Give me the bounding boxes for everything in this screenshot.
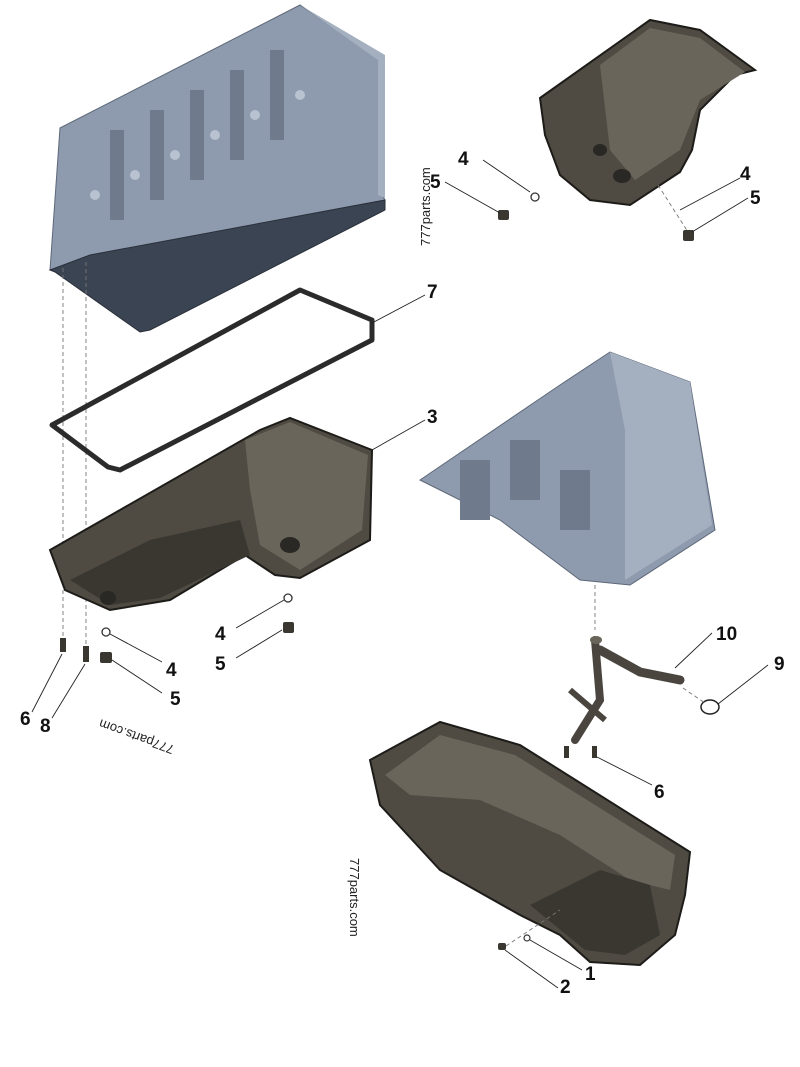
tube-oring-axis — [682, 687, 706, 704]
callout-3-oil-pan: 3 — [427, 407, 438, 428]
callout-4-top-left: 4 — [458, 149, 469, 170]
bolt-left — [60, 638, 66, 652]
callout-1: 1 — [585, 964, 596, 985]
callout-5-mid: 5 — [215, 654, 226, 675]
callout-6-right: 6 — [654, 782, 665, 803]
oil-pan-bottom — [368, 720, 692, 967]
plug-left — [100, 652, 112, 663]
watermark-top: 777parts.com — [418, 167, 433, 246]
callout-5-top-right: 5 — [750, 188, 761, 209]
callout-6-left: 6 — [20, 709, 31, 730]
o-ring — [700, 699, 720, 715]
plug-tr-right — [683, 230, 694, 241]
callout-4-mid: 4 — [215, 624, 226, 645]
tube-bolt-b — [592, 746, 597, 758]
callout-4-top-right: 4 — [740, 164, 751, 185]
tr-right-axis — [657, 184, 689, 233]
oil-pan-top-right — [538, 18, 758, 207]
washer-left — [101, 627, 111, 637]
plug-mid — [283, 622, 294, 633]
plug-tr-left — [498, 210, 509, 220]
callout-8: 8 — [40, 716, 51, 737]
callout-4-left: 4 — [166, 660, 177, 681]
engine-block-mid-right — [419, 351, 716, 630]
callout-2: 2 — [560, 977, 571, 998]
oil-suction-tube — [568, 636, 685, 744]
drain-plug-bottom — [498, 943, 506, 950]
callout-5-top-left: 5 — [430, 172, 441, 193]
oil-pan-gasket — [49, 287, 375, 473]
washer-mid — [283, 593, 293, 603]
callout-7-gasket: 7 — [427, 282, 438, 303]
callout-5-left: 5 — [170, 689, 181, 710]
tube-bolt-a — [564, 746, 569, 758]
washer-tr-left — [530, 192, 540, 202]
callout-9-oring: 9 — [774, 654, 785, 675]
bottom-drain-axis — [505, 909, 561, 947]
oil-pan-mid-left — [48, 416, 374, 612]
callout-10-tube: 10 — [716, 624, 737, 645]
washer-bottom — [523, 934, 531, 942]
engine-block-top-left — [48, 4, 386, 333]
watermark-mid-left: 777parts.com — [97, 716, 176, 757]
small-parts — [60, 184, 720, 950]
stud-left — [83, 646, 89, 662]
leader-lines — [31, 159, 769, 989]
watermark-bottom: 777parts.com — [347, 858, 362, 937]
